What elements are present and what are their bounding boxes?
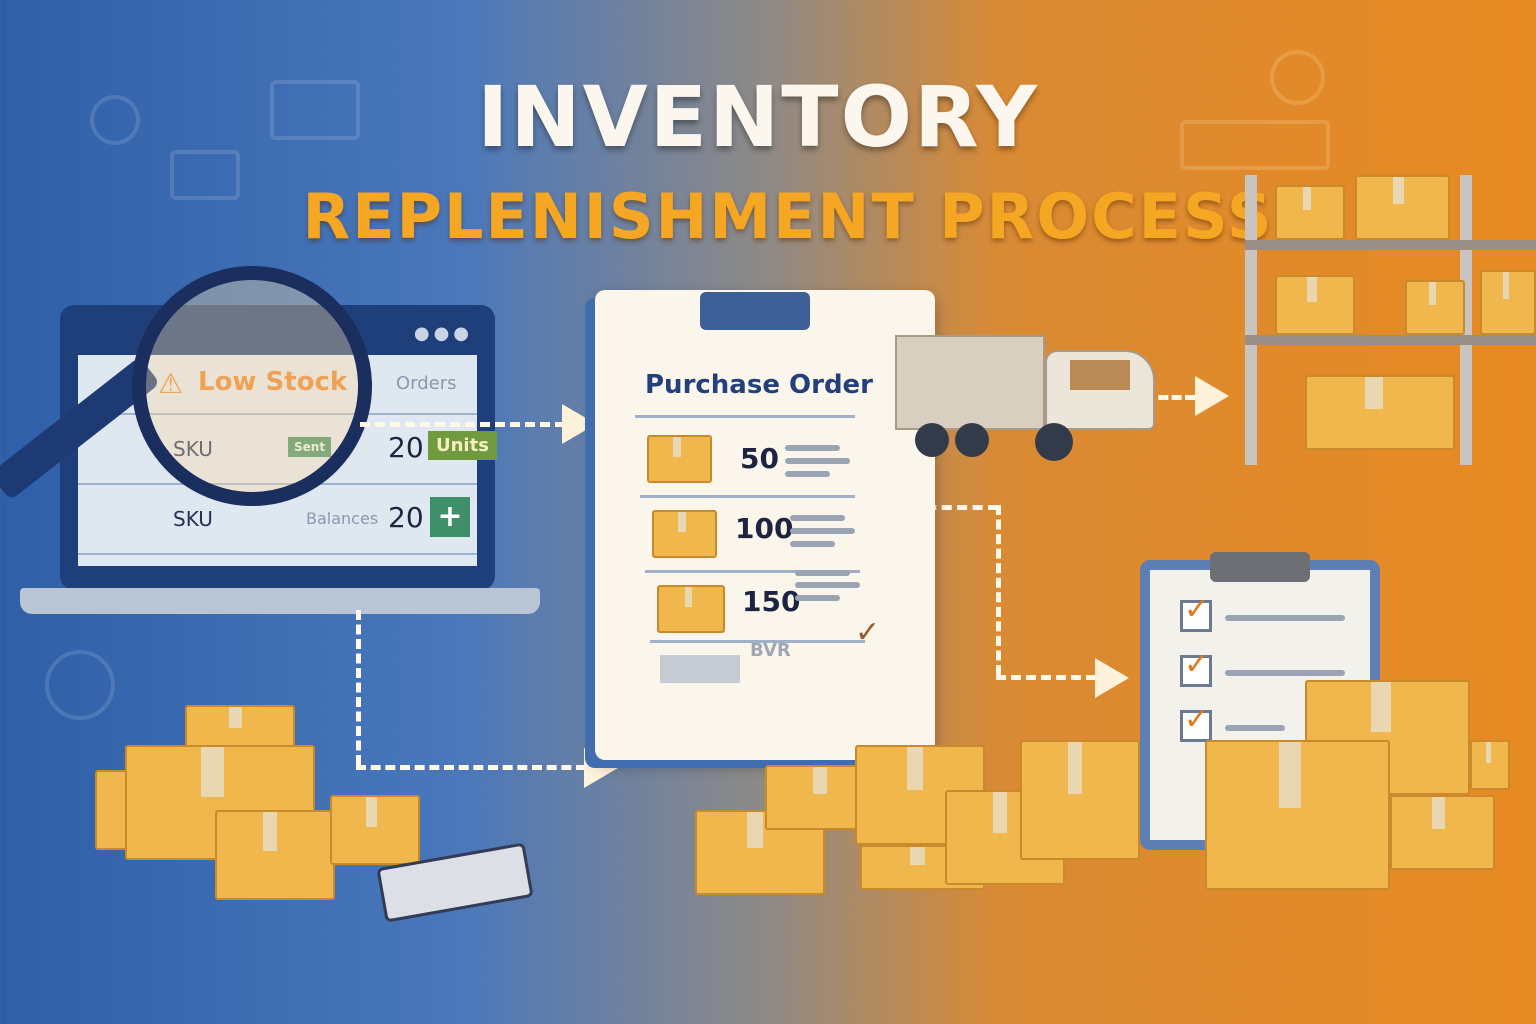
- orders-tab[interactable]: Orders: [396, 373, 457, 394]
- arrow-head-icon: [1095, 658, 1129, 698]
- add-button[interactable]: +: [430, 497, 470, 537]
- window-dots: ●●●: [413, 323, 473, 344]
- background-cart-icon: [170, 150, 240, 200]
- gift-box-icon: [215, 810, 335, 900]
- purchase-order-clipboard: Purchase Order 50 100 150 BVR ✓: [595, 290, 935, 760]
- box-icon: [652, 510, 717, 558]
- flow-arrow: [1145, 395, 1195, 400]
- magnifying-glass-icon: [132, 266, 372, 506]
- laptop-base: [20, 588, 540, 614]
- checkmark-icon: ✓: [1184, 647, 1210, 682]
- flow-arrow: [356, 610, 361, 765]
- flow-arrow: [996, 505, 1001, 675]
- arrow-head-icon: [562, 404, 596, 444]
- background-gear-icon: [90, 95, 140, 145]
- background-gear-icon: [45, 650, 115, 720]
- title-inventory: INVENTORY: [477, 68, 1039, 166]
- background-gear-icon: [1270, 50, 1325, 105]
- purchase-order-heading: Purchase Order: [645, 370, 874, 400]
- checkmark-icon: ✓: [1184, 702, 1210, 737]
- signature-stamp: [660, 655, 740, 683]
- po-footer-code: BVR: [750, 640, 791, 661]
- box-icon: [647, 435, 712, 483]
- background-warehouse-icon: [1180, 120, 1330, 170]
- box-icon: [657, 585, 725, 633]
- warehouse-shelf: [1245, 175, 1536, 465]
- flow-arrow: [360, 422, 565, 427]
- sku-label: SKU: [173, 507, 213, 531]
- inventory-row: SKU Balances 20 +: [78, 485, 477, 555]
- balances-label: Balances: [306, 509, 379, 528]
- po-item-qty: 150: [742, 585, 801, 618]
- checkmark-icon: ✓: [855, 615, 881, 650]
- checkmark-icon: ✓: [1184, 592, 1210, 627]
- flow-arrow: [356, 765, 586, 770]
- delivery-truck-icon: [895, 335, 1160, 470]
- background-chart-icon: [270, 80, 360, 140]
- clipboard-clamp: [1210, 552, 1310, 582]
- subtitle-replenishment-process: REPLENISHMENT PROCESS: [302, 180, 1274, 253]
- clipboard-clamp: [700, 292, 810, 330]
- po-item-qty: 100: [735, 512, 794, 545]
- arrow-head-icon: [1195, 376, 1229, 416]
- quantity-value: 20: [388, 431, 424, 464]
- quantity-value: 20: [388, 501, 424, 534]
- flow-arrow: [996, 675, 1096, 680]
- flow-arrow: [880, 505, 998, 510]
- units-badge: Units: [428, 431, 497, 460]
- po-item-qty: 50: [740, 442, 779, 475]
